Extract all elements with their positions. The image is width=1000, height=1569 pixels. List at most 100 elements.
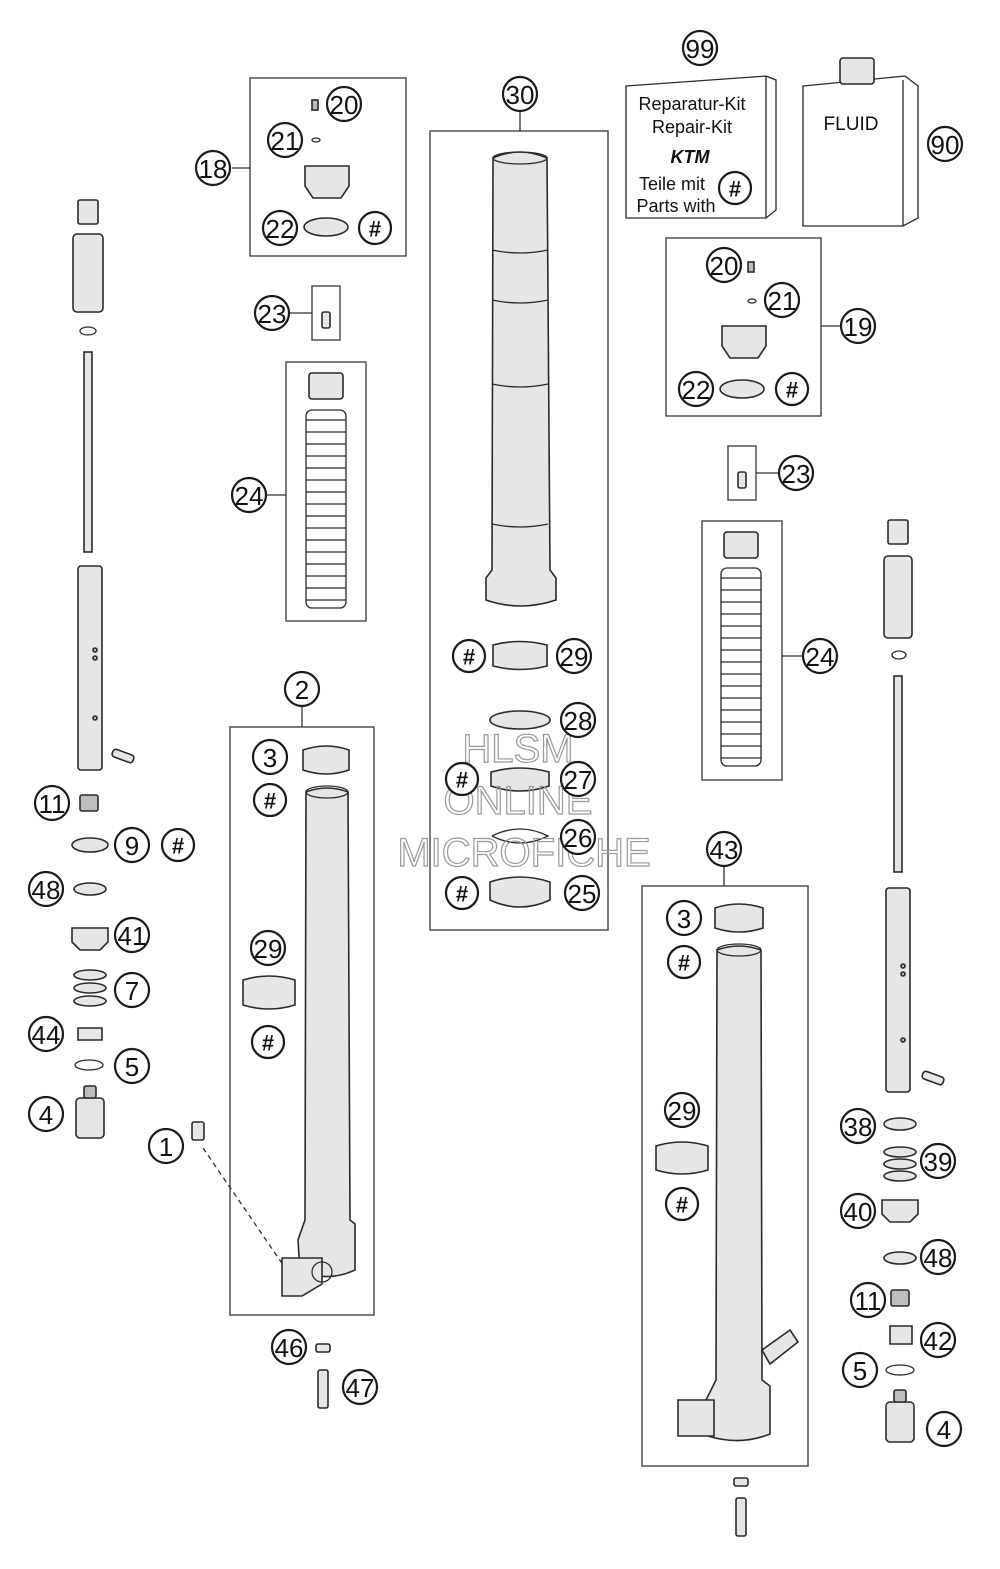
group-box-30 xyxy=(429,130,609,931)
callout-c27: 27 xyxy=(559,760,597,798)
callout-c21b: 21 xyxy=(763,281,801,319)
callout-c48a: 48 xyxy=(27,870,65,908)
callout-label: 44 xyxy=(32,1020,61,1050)
callout-label: 43 xyxy=(710,835,739,865)
callout-label: 3 xyxy=(263,743,277,773)
callout-c3b: 3 xyxy=(665,899,703,937)
callout-label: 5 xyxy=(125,1052,139,1082)
callout-label: 28 xyxy=(564,706,593,736)
callout-label: 4 xyxy=(937,1415,951,1445)
kit-line1: Reparatur-Kit xyxy=(638,94,745,114)
callout-c43: 43 xyxy=(705,830,743,868)
outer-tube-30 xyxy=(485,151,557,607)
top-cap-18 xyxy=(303,99,350,237)
group-box-19 xyxy=(665,237,822,417)
callout-label: 18 xyxy=(199,154,228,184)
fork-seals-30 xyxy=(489,640,551,908)
callout-label: 90 xyxy=(931,130,960,160)
callout-label: 1 xyxy=(159,1132,173,1162)
callout-c44: 44 xyxy=(27,1015,65,1053)
callout-label: 22 xyxy=(682,375,711,405)
callout-c5a: 5 xyxy=(113,1047,151,1085)
callout-label: 48 xyxy=(924,1243,953,1273)
callout-label: 11 xyxy=(855,1286,882,1316)
callout-c29a: 29 xyxy=(555,637,593,675)
callout-c19: 19 xyxy=(839,307,877,345)
callout-c4a: 4 xyxy=(27,1095,65,1133)
callout-hash-h27: # xyxy=(444,761,480,797)
callout-label: # xyxy=(456,768,468,793)
callout-label: 22 xyxy=(266,214,295,244)
watermark-line1: HLSM xyxy=(462,727,573,771)
callout-c4b: 4 xyxy=(925,1410,963,1448)
callout-label: 7 xyxy=(125,976,139,1006)
callout-c23b: 23 xyxy=(777,454,815,492)
fluid-label: FLUID xyxy=(824,114,879,135)
watermark-line3: MICROFICHE xyxy=(397,831,650,875)
callout-hash-h25: # xyxy=(444,875,480,911)
callout-label: # xyxy=(262,1031,274,1056)
callout-c26: 26 xyxy=(559,818,597,856)
callout-c9: 9 xyxy=(113,826,151,864)
callout-c21a: 21 xyxy=(266,121,304,159)
callout-label: 26 xyxy=(564,823,593,853)
callout-c41: 41 xyxy=(113,916,151,954)
callout-c39: 39 xyxy=(919,1142,957,1180)
callout-label: 5 xyxy=(853,1356,867,1386)
callout-label: 29 xyxy=(254,934,283,964)
callout-c38: 38 xyxy=(839,1107,877,1145)
callout-label: 48 xyxy=(32,875,61,905)
valve-23-parts xyxy=(321,311,747,489)
group-box-spring-left xyxy=(285,361,367,622)
callout-c2: 2 xyxy=(283,670,321,708)
callout-c3a: 3 xyxy=(251,738,289,776)
callout-c11a: 11 xyxy=(33,784,71,822)
callout-label: 19 xyxy=(844,312,873,342)
callout-c23a: 23 xyxy=(253,294,291,332)
fluid-container: FLUID xyxy=(802,57,919,227)
callout-label: 23 xyxy=(258,299,287,329)
callout-label: 2 xyxy=(295,675,309,705)
callout-c5b: 5 xyxy=(841,1351,879,1389)
kit-line2: Repair-Kit xyxy=(652,117,732,137)
callout-label: 23 xyxy=(782,459,811,489)
callout-label: 20 xyxy=(710,251,739,281)
callout-hash-h29a: # xyxy=(451,638,487,674)
callout-label: 3 xyxy=(677,904,691,934)
callout-c20b: 20 xyxy=(705,246,743,284)
callout-label: 47 xyxy=(346,1373,375,1403)
inner-tube-43 xyxy=(655,903,800,1537)
callout-label: # xyxy=(172,834,184,859)
kit-hash-badge: # xyxy=(717,170,753,206)
callout-c22a: 22 xyxy=(261,209,299,247)
kit-hash-label: # xyxy=(729,177,741,202)
callout-hash-h3a: # xyxy=(252,782,288,818)
callout-label: 30 xyxy=(506,80,535,110)
watermark: HLSM ONLINE MICROFICHE xyxy=(397,726,652,875)
callout-label: 11 xyxy=(39,789,66,819)
kit-line4: Parts with xyxy=(636,196,715,216)
callout-label: # xyxy=(463,645,475,670)
callout-c28: 28 xyxy=(559,701,597,739)
repair-kit-card: Reparatur-Kit Repair-Kit KTM Teile mit P… xyxy=(625,75,777,219)
callout-label: 24 xyxy=(806,642,835,672)
callout-label: 27 xyxy=(564,765,593,795)
spring-left xyxy=(305,372,347,609)
callout-hash-h29c: # xyxy=(664,1186,700,1222)
callout-c30: 30 xyxy=(501,75,539,113)
callout-c47: 47 xyxy=(341,1368,379,1406)
callout-label: 40 xyxy=(844,1197,873,1227)
callout-c90: 90 xyxy=(926,125,964,163)
kit-brand-logo: KTM xyxy=(671,147,711,167)
callout-c24a: 24 xyxy=(230,476,268,514)
callout-c20a: 20 xyxy=(325,85,363,123)
left-cartridge-parts xyxy=(71,199,205,1141)
callout-hash-h29b: # xyxy=(250,1024,286,1060)
callout-label: 46 xyxy=(275,1333,304,1363)
callout-label: 42 xyxy=(924,1326,953,1356)
callout-label: 4 xyxy=(39,1100,53,1130)
callout-label: 99 xyxy=(686,34,715,64)
callout-layer: 99903018202122#232419202122#2324#2928#27… xyxy=(27,29,964,1448)
group-box-43 xyxy=(641,885,809,1467)
